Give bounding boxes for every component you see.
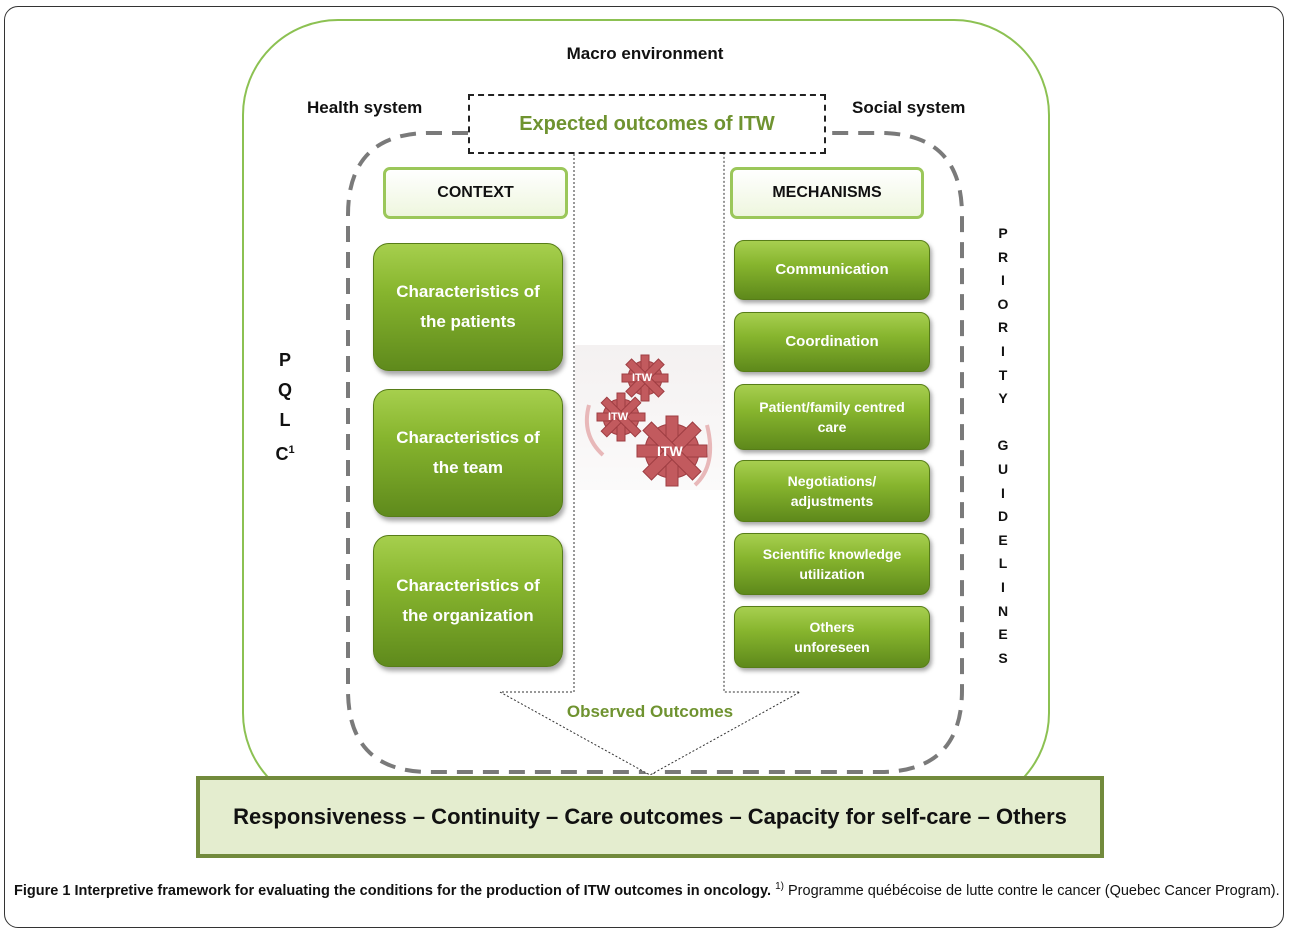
itw-gears-illustration: ITW ITW ITW — [575, 345, 723, 490]
pqlc-letter: Q — [277, 380, 292, 400]
expected-outcomes-box: Expected outcomes of ITW — [468, 94, 826, 154]
caption-footnote-mark: 1) — [775, 881, 784, 892]
caption-title: Interpretive framework for evaluating th… — [74, 882, 772, 899]
priority-letter: E — [998, 531, 1008, 548]
mechanism-item-label: Coordination — [785, 333, 879, 351]
outcomes-bar-label: Responsiveness – Continuity – Care outco… — [233, 804, 1067, 829]
priority-letter: S — [998, 649, 1008, 666]
caption-label: Figure 1 — [14, 882, 71, 899]
mechanism-item-label: Scientific knowledge utilization — [762, 545, 902, 582]
priority-letter: P — [998, 225, 1008, 241]
context-item-label: Characteristics of the organization — [396, 576, 540, 625]
mechanism-item-scientific: Scientific knowledge utilization — [734, 533, 930, 595]
mechanism-item-label: Negotiations/ adjustments — [787, 472, 877, 509]
outcomes-bar: Responsiveness – Continuity – Care outco… — [196, 776, 1104, 858]
mechanism-item-label: Patient/family centred care — [759, 398, 905, 435]
pqlc-letter-wrap: C1 — [270, 435, 300, 469]
context-header-label: CONTEXT — [437, 184, 514, 201]
gears-icon — [584, 354, 713, 487]
mechanisms-header: MECHANISMS — [730, 167, 924, 219]
priority-letter: E — [998, 626, 1008, 643]
social-system-label: Social system — [852, 98, 966, 117]
priority-letter: R — [997, 248, 1009, 265]
priority-letter: I — [1001, 272, 1005, 289]
gear-label: ITW — [632, 372, 653, 384]
context-item-patients: Characteristics of the patients — [373, 243, 563, 371]
mechanism-item-coordination: Coordination — [734, 312, 930, 372]
context-item-label: Characteristics of the team — [396, 428, 540, 477]
mechanism-item-label: Communication — [775, 261, 889, 279]
priority-letter: U — [997, 460, 1009, 477]
caption-footnote: Programme québécoise de lutte contre le … — [788, 882, 1280, 899]
mechanism-item-others: Others unforeseen — [734, 606, 930, 668]
pqlc-letter: L — [279, 410, 291, 430]
priority-guidelines-label: P R I O R I T Y G U I D E L I N E S — [993, 222, 1013, 670]
priority-letter: G — [997, 437, 1009, 454]
priority-letter: D — [997, 508, 1009, 525]
mechanisms-header-label: MECHANISMS — [772, 184, 882, 201]
figure-caption: Figure 1 Interpretive framework for eval… — [14, 876, 1280, 902]
mechanism-item-patient-family: Patient/family centred care — [734, 384, 930, 450]
priority-letter — [993, 411, 1013, 435]
priority-letter: L — [998, 555, 1008, 572]
observed-outcomes-label: Observed Outcomes — [566, 702, 734, 721]
priority-letter: O — [997, 295, 1009, 312]
context-item-organization: Characteristics of the organization — [373, 535, 563, 667]
priority-letter: I — [1001, 578, 1005, 595]
pqlc-label: P Q L C1 — [270, 345, 300, 469]
gear-label: ITW — [657, 443, 683, 459]
expected-outcomes-label: Expected outcomes of ITW — [519, 112, 775, 135]
mechanism-item-negotiations: Negotiations/ adjustments — [734, 460, 930, 522]
mechanism-item-communication: Communication — [734, 240, 930, 300]
mechanism-item-label: Others unforeseen — [794, 618, 870, 655]
gear-label: ITW — [608, 411, 629, 423]
priority-letter: Y — [998, 390, 1008, 407]
context-item-label: Characteristics of the patients — [396, 282, 540, 331]
priority-letter: R — [997, 319, 1009, 336]
priority-letter: N — [997, 602, 1009, 619]
context-header: CONTEXT — [383, 167, 568, 219]
pqlc-superscript: 1 — [288, 444, 295, 456]
priority-letter: I — [1001, 484, 1005, 501]
pqlc-letter: C — [275, 444, 289, 464]
context-item-team: Characteristics of the team — [373, 389, 563, 517]
priority-letter: T — [998, 366, 1008, 383]
priority-letter: I — [1001, 342, 1005, 359]
figure-frame — [4, 6, 1284, 928]
macro-environment-label: Macro environment — [566, 44, 724, 63]
health-system-label: Health system — [307, 98, 423, 117]
pqlc-letter: P — [278, 350, 291, 370]
